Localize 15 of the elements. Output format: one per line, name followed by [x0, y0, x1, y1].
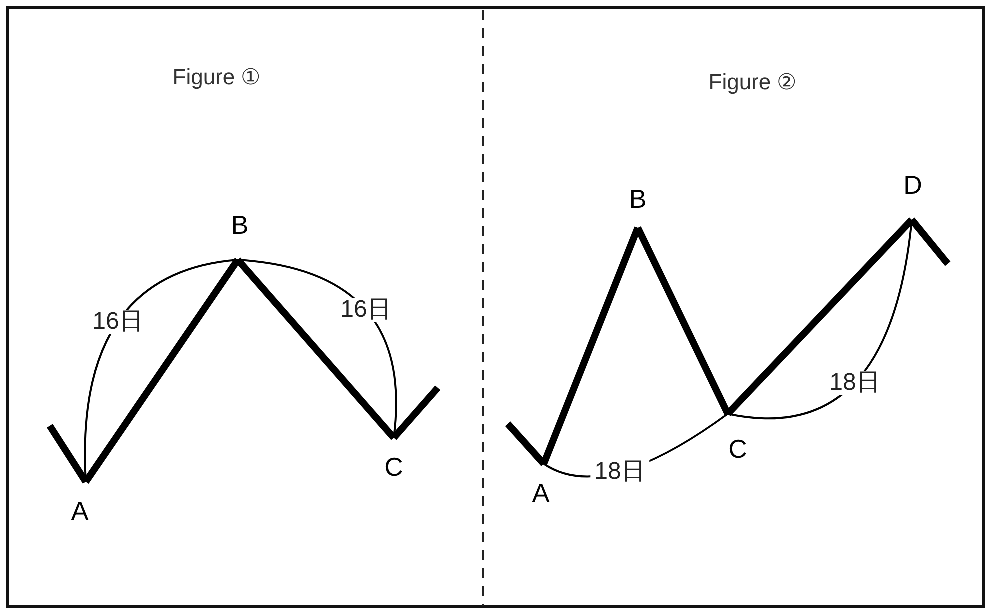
point-label: D [898, 172, 928, 220]
zigzag-line [505, 422, 547, 466]
point-label: C [380, 438, 408, 480]
point-label: B [624, 186, 652, 228]
zigzag-line [909, 218, 951, 266]
point-label: A [526, 464, 556, 506]
point-label: B [226, 212, 254, 260]
point-label: A [66, 482, 94, 524]
figure-title: Figure ② [708, 68, 798, 96]
edge-label: 18日 [590, 460, 650, 484]
zigzag-line [47, 424, 89, 484]
figure-title: Figure ① [172, 64, 262, 92]
point-label: C [724, 414, 752, 462]
zigzag-line [540, 226, 642, 466]
zigzag-line [391, 386, 441, 440]
